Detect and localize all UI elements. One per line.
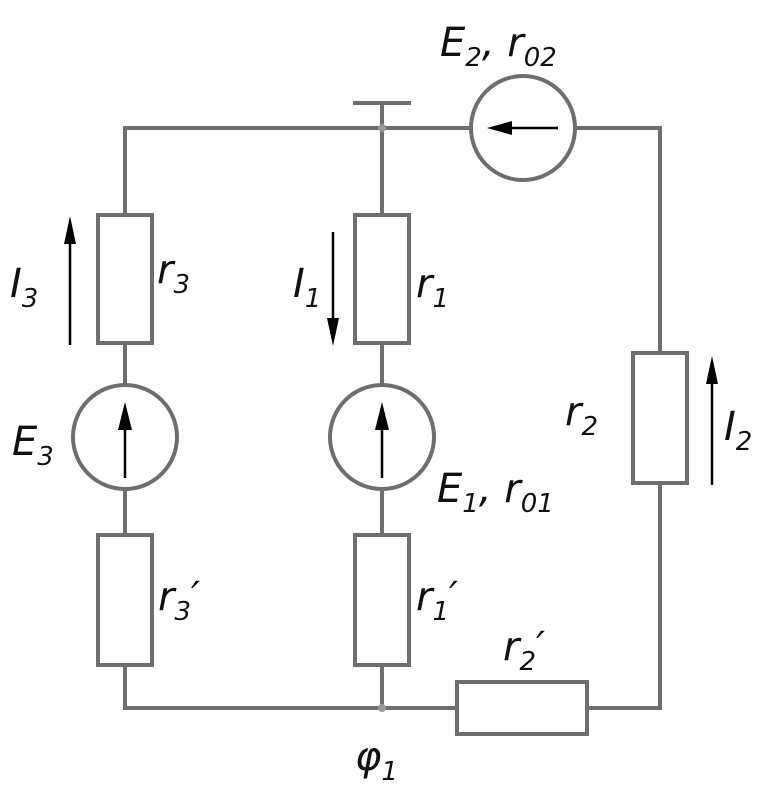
current-i2-head [706, 356, 718, 384]
label-r1-prime: r1′ [416, 574, 458, 627]
current-arrow-i1 [327, 232, 339, 346]
current-i1-head [327, 318, 339, 346]
top-node [378, 124, 386, 132]
label-r2: r2 [565, 389, 598, 442]
source-e1 [328, 383, 436, 491]
current-arrow-i2 [706, 356, 718, 485]
label-e2-r02: E2, r02 [440, 20, 557, 73]
resistor-r1-prime [353, 533, 411, 667]
current-arrow-i3 [64, 216, 76, 345]
source-e3-arrow-head [118, 402, 132, 430]
label-e3: E3 [12, 419, 54, 472]
label-r2-prime: r2′ [503, 624, 545, 677]
current-i3-head [64, 216, 76, 244]
label-r3-prime: r3′ [158, 574, 200, 627]
source-e3 [71, 383, 179, 491]
resistor-r1 [353, 213, 411, 345]
wires [123, 101, 662, 710]
label-i3: I3 [10, 261, 38, 314]
resistor-r3 [96, 213, 154, 345]
source-e2-arrow-head [487, 121, 512, 135]
resistor-r2 [631, 351, 689, 485]
resistor-r2-prime [455, 680, 589, 736]
label-phi1: φ1 [355, 734, 398, 787]
resistor-r3-prime [96, 533, 154, 667]
source-e1-arrow-head [375, 402, 389, 430]
bottom-node [378, 704, 386, 712]
label-r1: r1 [416, 261, 449, 314]
source-e2 [469, 74, 577, 182]
label-r3: r3 [157, 247, 190, 300]
label-i2: I2 [724, 404, 752, 457]
label-i1: I1 [293, 261, 321, 314]
label-e1-r01: E1, r01 [437, 466, 554, 519]
